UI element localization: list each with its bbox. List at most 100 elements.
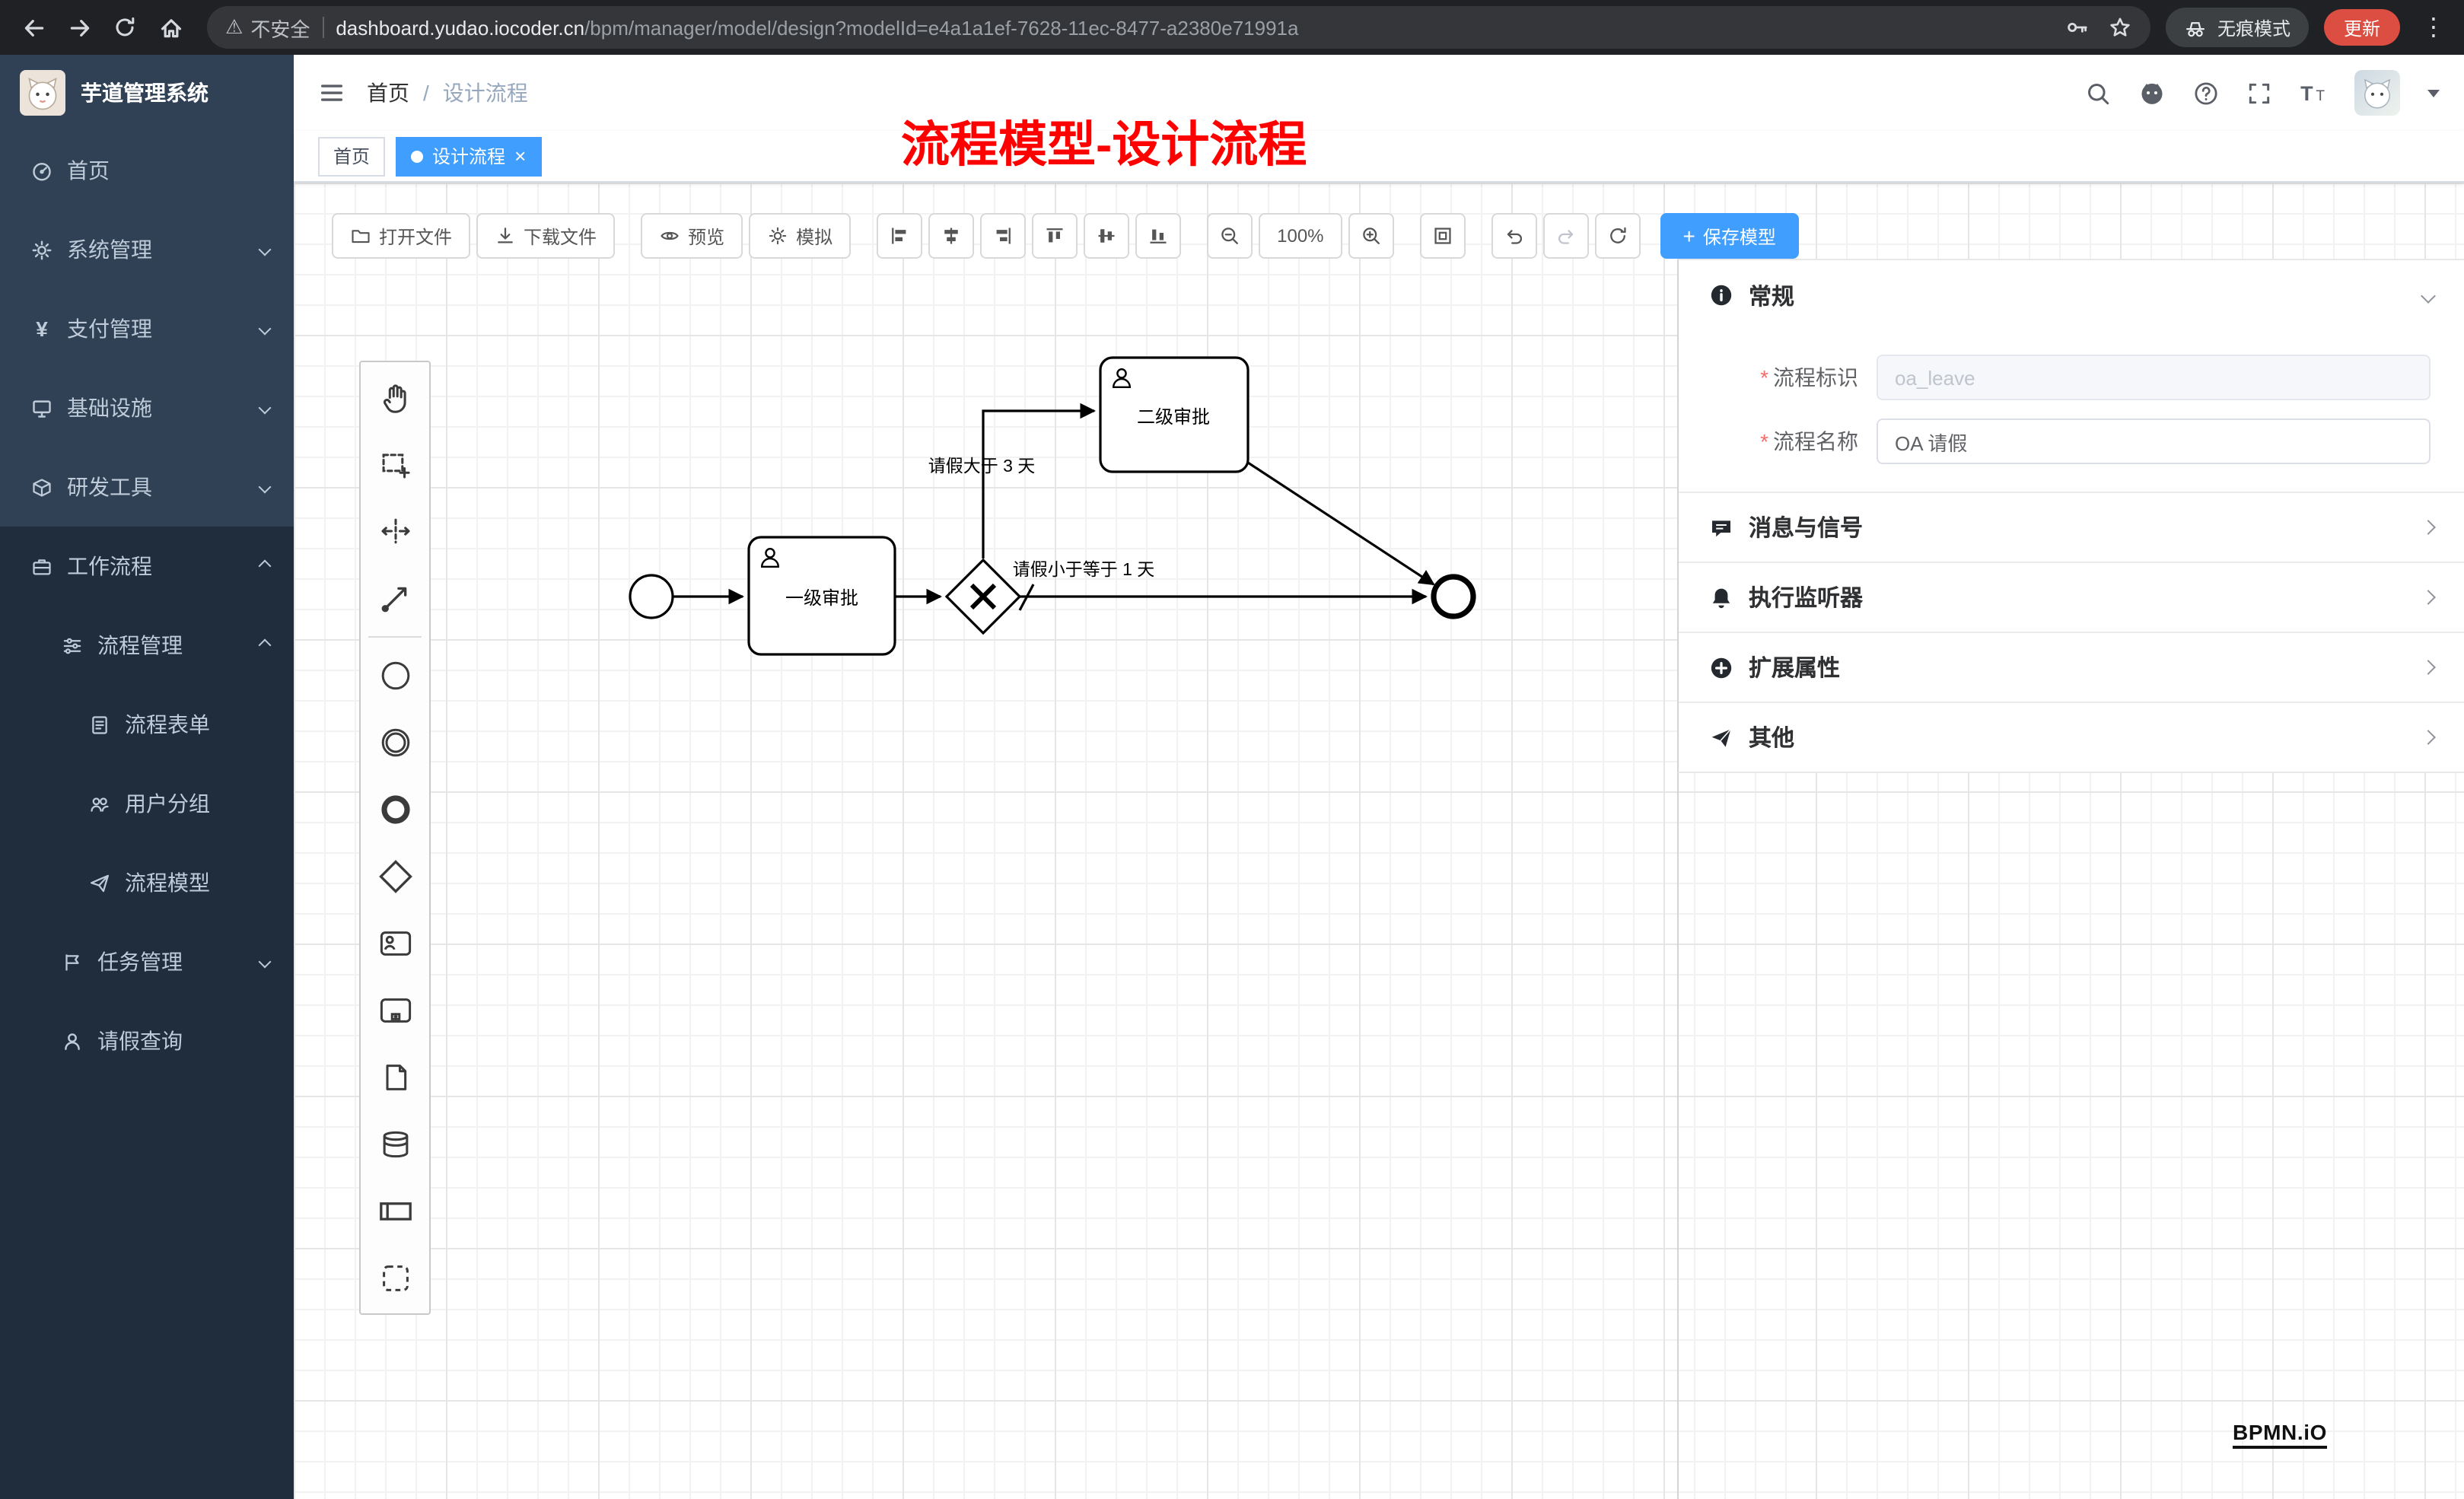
palette-group[interactable]	[361, 1245, 429, 1312]
sidebar-item-devtools[interactable]: 研发工具	[0, 447, 294, 527]
person-icon	[61, 1030, 84, 1052]
zoom-reset-button[interactable]	[1419, 213, 1466, 259]
align-middle-button[interactable]	[1084, 213, 1130, 259]
user-avatar[interactable]	[2354, 70, 2400, 116]
chevron-down-icon	[258, 955, 272, 969]
browser-update-button[interactable]: 更新	[2323, 9, 2400, 46]
end-event-node[interactable]	[1431, 574, 1476, 619]
breadcrumb-home[interactable]: 首页	[367, 81, 409, 105]
palette-data-object[interactable]	[361, 1044, 429, 1111]
palette-participant[interactable]	[361, 1178, 429, 1245]
sidebar-item-label: 流程管理	[97, 633, 183, 657]
info-icon	[1709, 283, 1733, 307]
align-bottom-button[interactable]	[1135, 213, 1182, 259]
palette-lasso-tool[interactable]	[361, 431, 429, 498]
start-event-node[interactable]	[629, 574, 674, 619]
tab-home[interactable]: 首页	[318, 136, 386, 176]
sidebar-item-payment[interactable]: ¥ 支付管理	[0, 289, 294, 368]
sidebar-item-label: 研发工具	[67, 475, 152, 499]
task1-node[interactable]: 一级审批	[747, 536, 896, 656]
palette-intermediate-event[interactable]	[361, 709, 429, 776]
sidebar-item-leave-query[interactable]: 请假查询	[0, 1001, 294, 1080]
security-indicator[interactable]: ⚠ 不安全	[225, 13, 310, 42]
address-bar-divider	[322, 17, 324, 38]
align-left-button[interactable]	[877, 213, 923, 259]
sidebar-item-process-management[interactable]: 流程管理	[0, 606, 294, 685]
flow-gateway-to-task2[interactable]	[982, 403, 1097, 559]
simulate-button[interactable]: 模拟	[749, 213, 852, 259]
browser-reload-button[interactable]	[103, 6, 146, 49]
align-right-button[interactable]	[980, 213, 1027, 259]
sidebar-item-system[interactable]: 系统管理	[0, 210, 294, 289]
sidebar-item-label: 系统管理	[67, 237, 152, 262]
undo-icon	[1507, 230, 1522, 244]
palette-subprocess[interactable]	[361, 977, 429, 1044]
browser-back-button[interactable]	[12, 6, 55, 49]
sidebar-item-workflow[interactable]: 工作流程	[0, 527, 294, 606]
sidebar-item-label: 任务管理	[97, 950, 183, 974]
flow-le-label: 请假小于等于 1 天	[1013, 559, 1155, 579]
palette-data-store[interactable]	[361, 1111, 429, 1178]
download-file-button[interactable]: 下载文件	[476, 213, 616, 259]
password-key-icon[interactable]	[2065, 15, 2090, 40]
bpmn-canvas[interactable]: 打开文件 下载文件 预览 模拟	[294, 183, 2464, 1499]
align-center-button[interactable]	[928, 213, 975, 259]
help-icon[interactable]	[2193, 80, 2219, 106]
palette-end-event[interactable]	[361, 776, 429, 843]
process-name-input[interactable]	[1877, 419, 2431, 464]
sidebar-item-home[interactable]: 首页	[0, 131, 294, 210]
task2-node[interactable]: 二级审批	[1099, 356, 1250, 473]
eye-icon	[661, 231, 679, 240]
sidebar-item-task-management[interactable]: 任务管理	[0, 922, 294, 1001]
section-extension-attributes[interactable]: 扩展属性	[1679, 632, 2464, 702]
palette-connect-tool[interactable]	[361, 565, 429, 632]
app-logo[interactable]: 芋道管理系统	[0, 55, 294, 131]
section-execution-listener[interactable]: 执行监听器	[1679, 562, 2464, 632]
github-icon[interactable]	[2138, 79, 2166, 107]
undo-button[interactable]	[1491, 213, 1537, 259]
close-tab-icon[interactable]: ×	[514, 145, 527, 167]
sidebar-item-label: 基础设施	[67, 396, 152, 420]
bpmn-io-watermark[interactable]: BPMN.iO	[2233, 1420, 2327, 1449]
fullscreen-icon[interactable]	[2246, 80, 2272, 106]
fit-viewport-icon	[1434, 228, 1451, 244]
browser-address-bar[interactable]: ⚠ 不安全 dashboard.yudao.iocoder.cn/bpm/man…	[207, 6, 2150, 49]
bookmark-star-icon[interactable]	[2108, 15, 2132, 40]
zoom-out-button[interactable]	[1207, 213, 1253, 259]
save-model-button[interactable]: + 保存模型	[1660, 213, 1799, 259]
sidebar-item-process-form[interactable]: 流程表单	[0, 685, 294, 764]
sidebar-item-process-model[interactable]: 流程模型	[0, 843, 294, 922]
palette-user-task[interactable]	[361, 910, 429, 977]
align-right-icon	[996, 228, 1011, 244]
bpmn-diagram[interactable]: 一级审批 二级审批 请假大	[294, 183, 2464, 1499]
align-top-button[interactable]	[1032, 213, 1078, 259]
browser-forward-button[interactable]	[58, 6, 100, 49]
section-other[interactable]: 其他	[1679, 702, 2464, 772]
flow-task2-to-end[interactable]	[1247, 461, 1435, 586]
zoom-in-button[interactable]	[1348, 213, 1394, 259]
restart-button[interactable]	[1594, 213, 1641, 259]
palette-hand-tool[interactable]	[361, 364, 429, 431]
avatar-dropdown-caret[interactable]	[2427, 89, 2440, 97]
plus-circle-icon	[1709, 655, 1733, 679]
search-icon[interactable]	[2085, 80, 2111, 106]
sidebar-item-user-group[interactable]: 用户分组	[0, 764, 294, 843]
tab-design-process[interactable]: 设计流程 ×	[396, 136, 542, 176]
redo-button[interactable]	[1542, 213, 1589, 259]
document-icon	[88, 713, 111, 736]
browser-menu-icon[interactable]: ⋮	[2421, 15, 2446, 41]
sidebar-item-infrastructure[interactable]: 基础设施	[0, 368, 294, 447]
preview-button[interactable]: 预览	[641, 213, 743, 259]
browser-home-button[interactable]	[149, 6, 192, 49]
zoom-level-indicator[interactable]: 100%	[1259, 213, 1342, 259]
palette-gateway[interactable]	[361, 843, 429, 910]
palette-space-tool[interactable]	[361, 498, 429, 565]
logo-avatar	[20, 70, 65, 116]
open-file-button[interactable]: 打开文件	[332, 213, 471, 259]
section-message-signal[interactable]: 消息与信号	[1679, 492, 2464, 562]
section-general[interactable]: 常规	[1679, 260, 2464, 330]
palette-start-event[interactable]	[361, 642, 429, 709]
menu-fold-icon[interactable]	[318, 79, 345, 107]
gateway-node[interactable]	[944, 558, 1022, 635]
